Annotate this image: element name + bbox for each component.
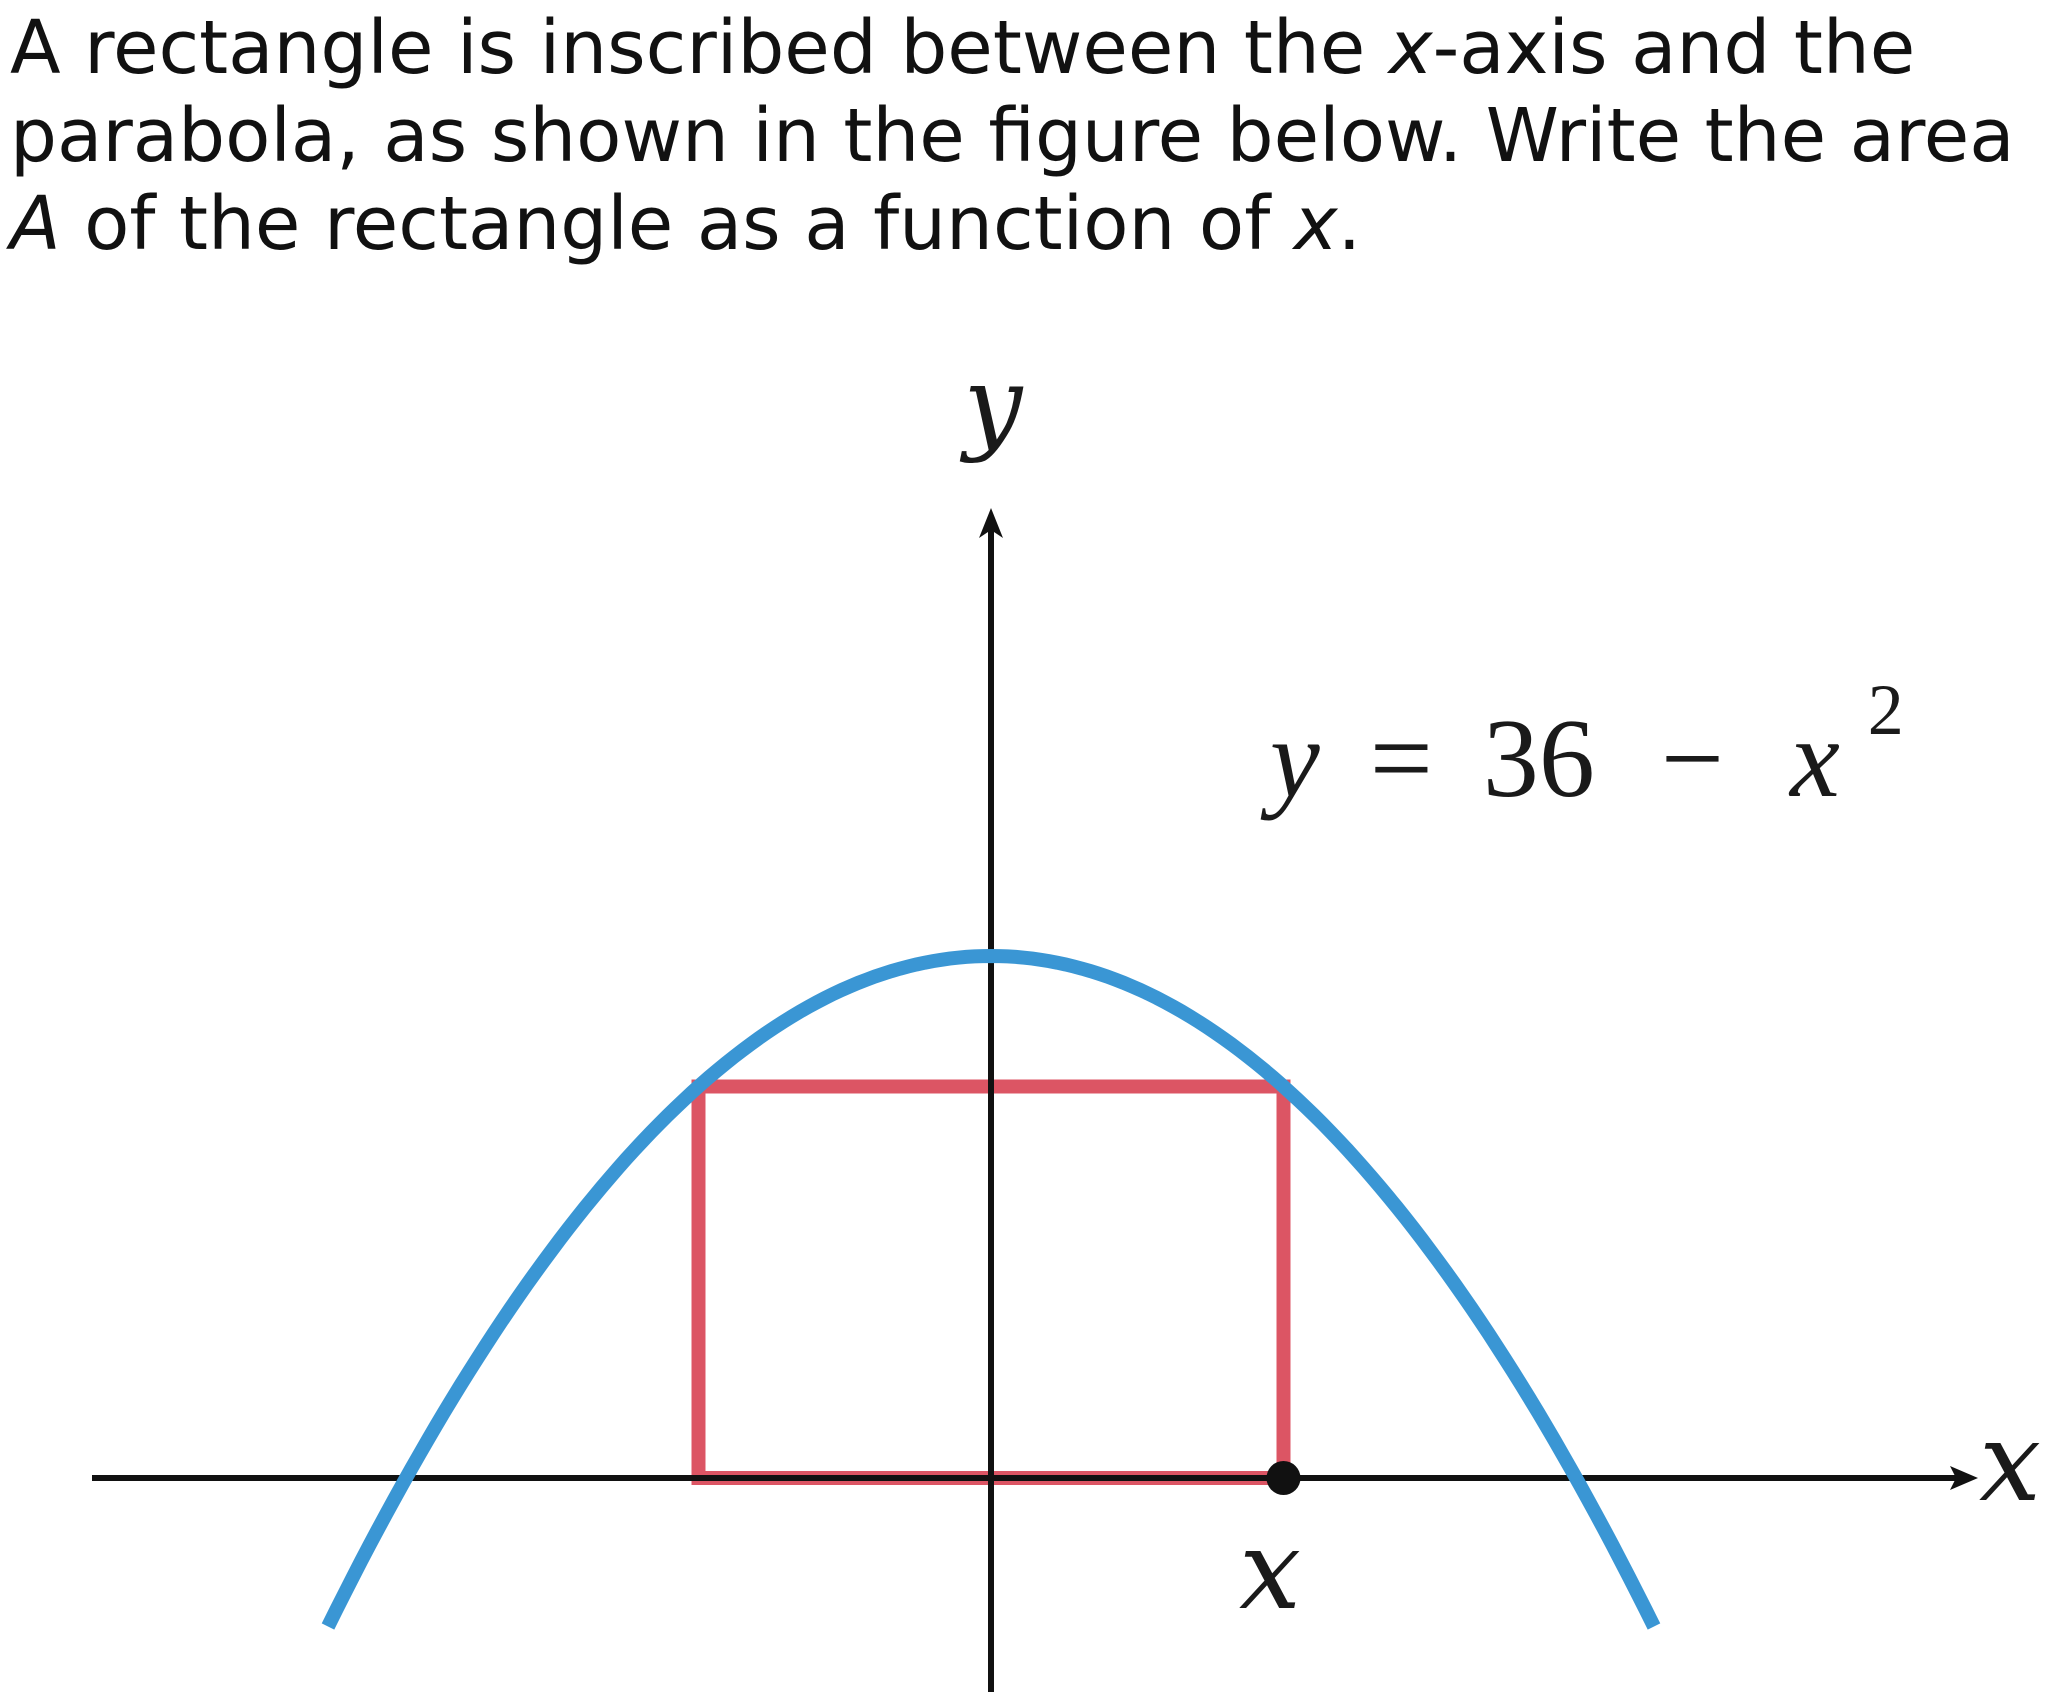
axes — [92, 508, 1978, 1692]
equation-minus: − — [1661, 697, 1724, 821]
x-point-marker — [1266, 1461, 1301, 1495]
variable-x: x — [1293, 181, 1338, 267]
parabola-curve — [321, 948, 1661, 1630]
problem-text-part: . — [1337, 181, 1362, 267]
parabola-equation: y = 36 − x 2 — [1260, 670, 1904, 821]
equation-exponent: 2 — [1868, 670, 1904, 750]
x-axis-label: x — [1979, 1398, 2041, 1526]
variable-a: A — [10, 181, 61, 267]
equation-lhs: y — [1260, 697, 1320, 821]
equation-equals: = — [1370, 697, 1433, 821]
variable-x: x — [1388, 5, 1433, 91]
problem-text-part: -axis and the parabola, as shown in the … — [10, 5, 2015, 179]
x-axis-arrow — [1950, 1466, 1978, 1490]
problem-text-part: of the rectangle as a function of — [60, 181, 1294, 267]
problem-text-part: A rectangle is inscribed between the — [10, 5, 1389, 91]
y-axis-label: y — [960, 343, 1024, 465]
x-point-label: x — [1239, 1506, 1301, 1634]
equation-constant: 36 — [1483, 697, 1595, 821]
problem-text: A rectangle is inscribed between the x-a… — [10, 4, 2040, 268]
y-axis-arrow — [979, 508, 1003, 538]
equation-variable: x — [1788, 697, 1840, 821]
